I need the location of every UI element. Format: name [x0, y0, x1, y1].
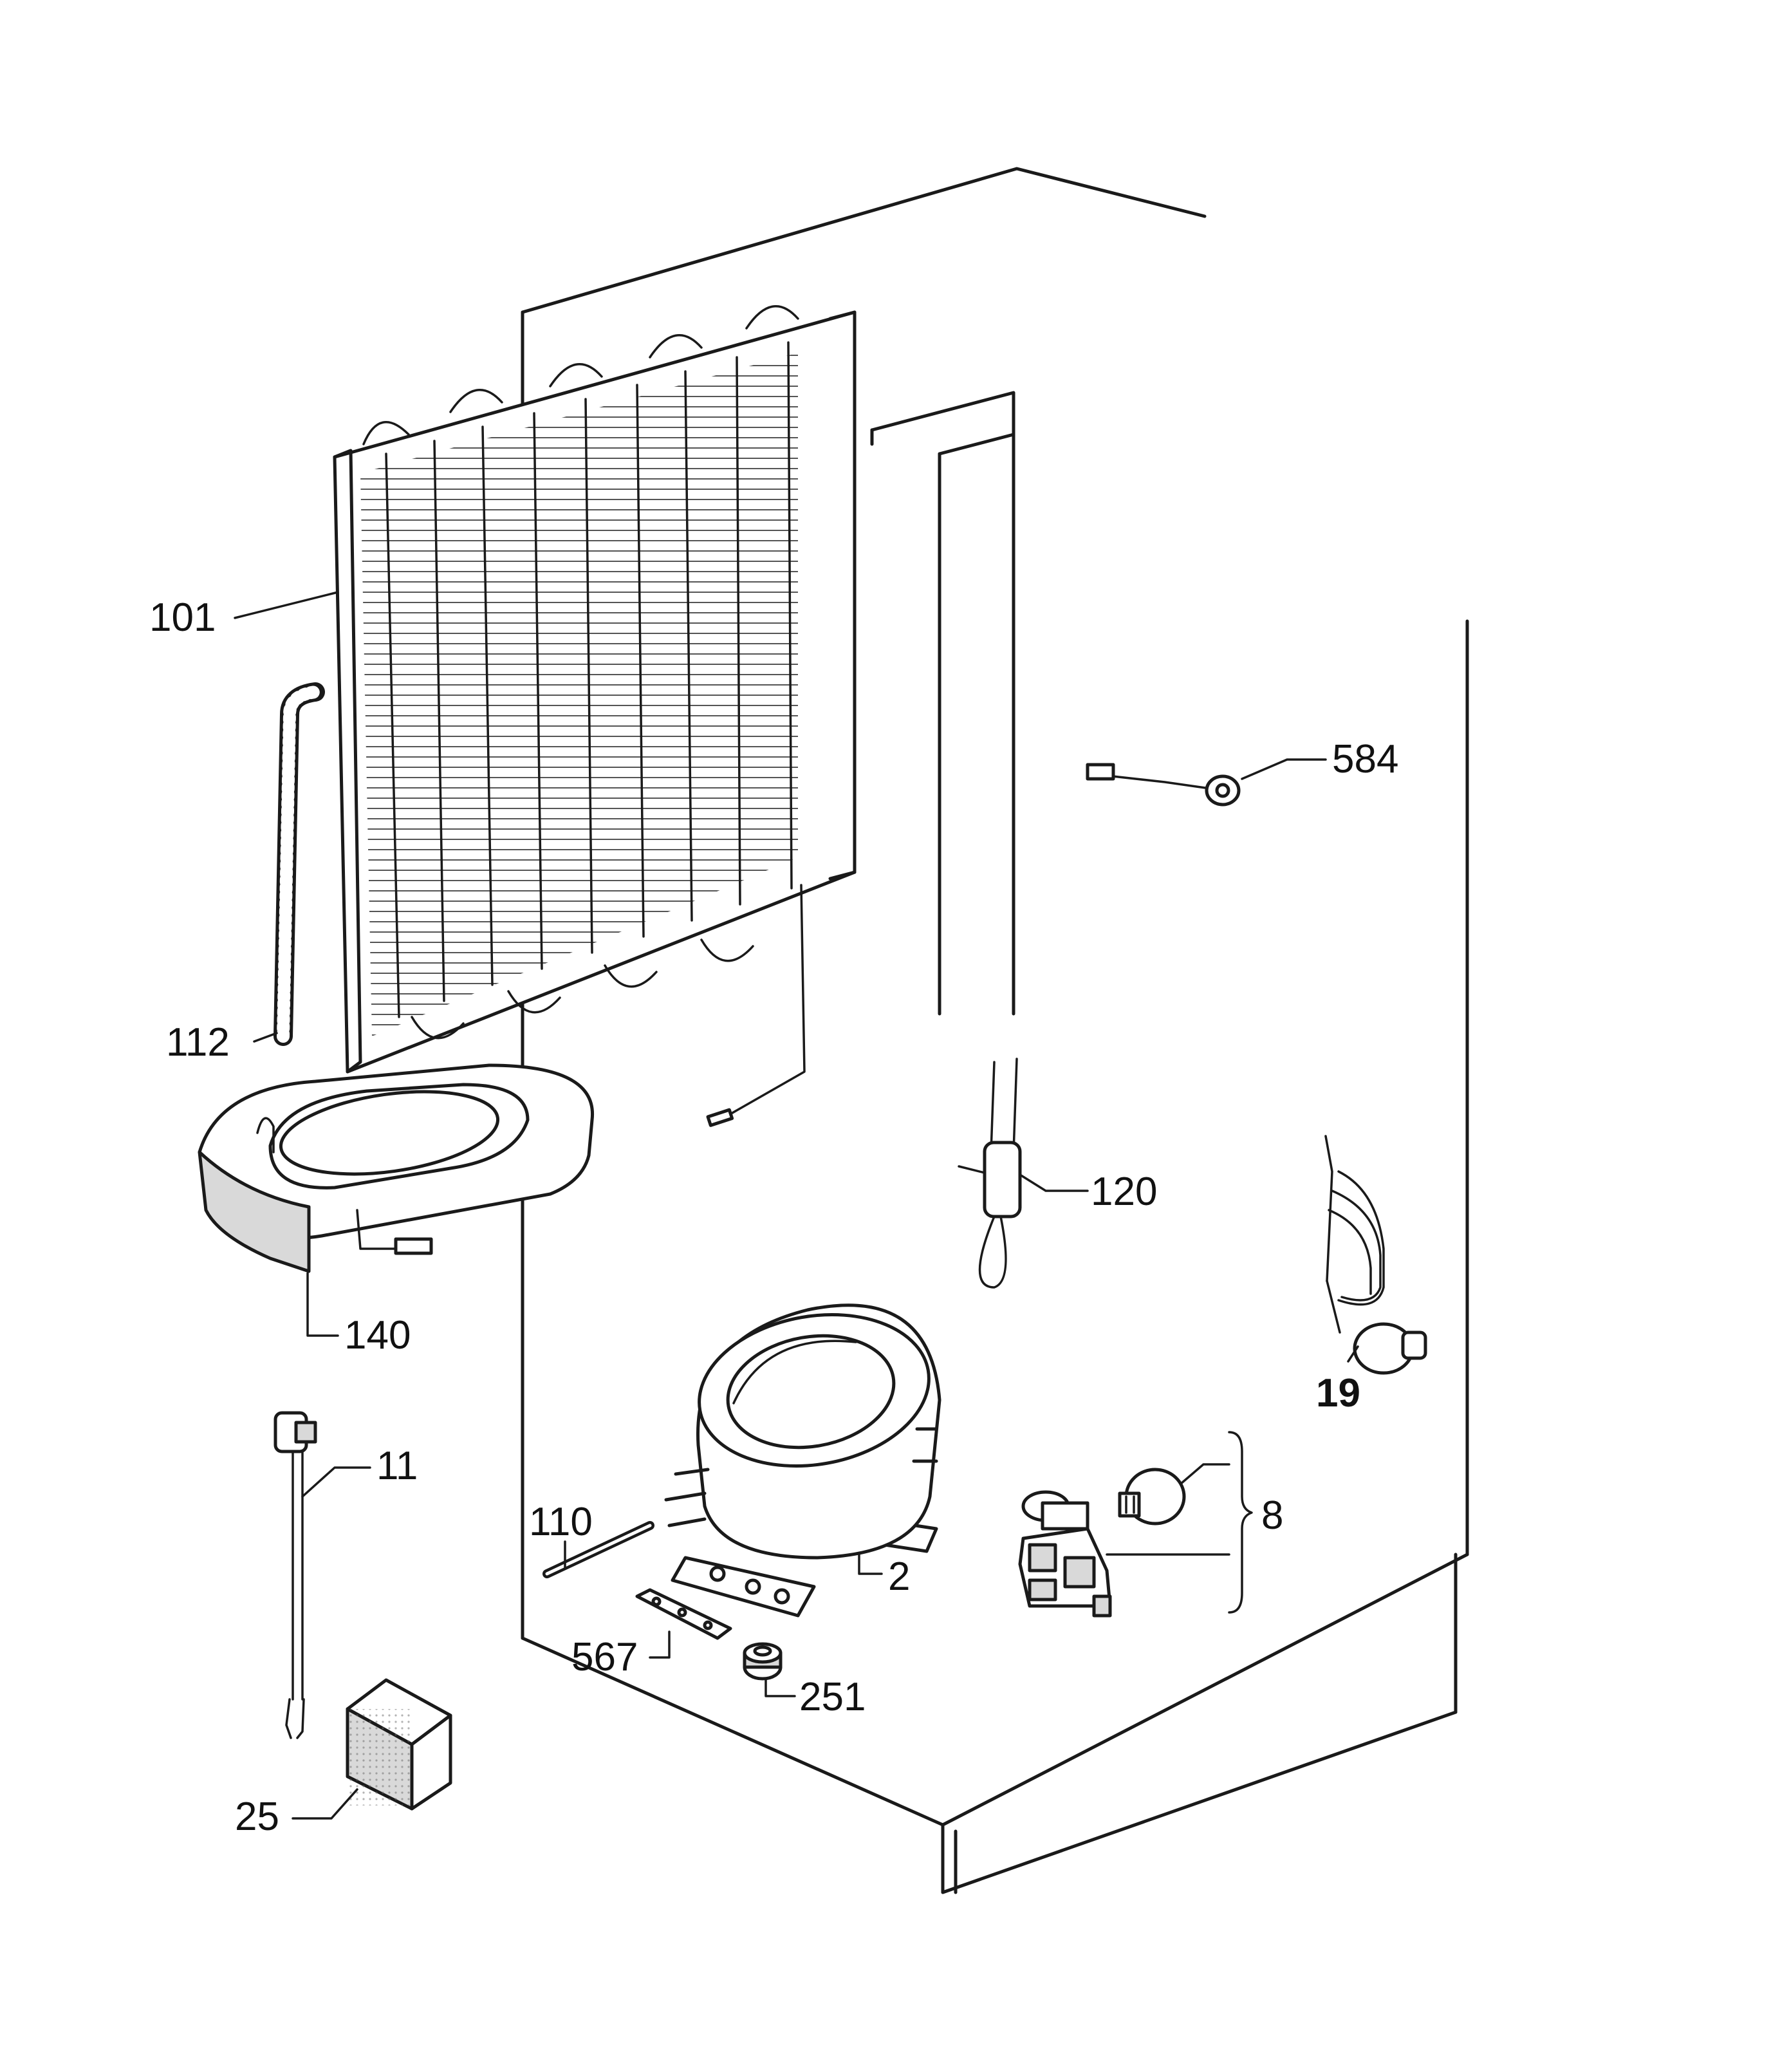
capacitor — [346, 1678, 452, 1811]
label-110: 110 — [529, 1500, 593, 1569]
part-number-112: 112 — [166, 1020, 230, 1065]
part-number-19: 19 — [1316, 1371, 1360, 1415]
part-number-567: 567 — [571, 1635, 638, 1679]
label-584: 584 — [1241, 737, 1398, 781]
label-2: 2 — [858, 1553, 910, 1599]
part-number-140: 140 — [344, 1313, 411, 1358]
label-11: 11 — [301, 1444, 418, 1498]
drip-tray — [198, 1063, 595, 1273]
door-switch-sensor — [1086, 763, 1241, 807]
label-19: 19 — [1316, 1345, 1360, 1415]
part-number-584: 584 — [1332, 737, 1398, 781]
part-number-120: 120 — [1091, 1170, 1157, 1214]
label-140: 140 — [306, 1272, 411, 1358]
part-number-2: 2 — [888, 1554, 910, 1599]
label-25: 25 — [235, 1788, 358, 1839]
part-number-25: 25 — [235, 1795, 279, 1839]
capillary-drier — [273, 1411, 317, 1739]
power-cord — [1324, 1135, 1427, 1375]
label-120: 120 — [1019, 1170, 1157, 1214]
part-number-8: 8 — [1261, 1493, 1283, 1538]
rubber-grommet — [743, 1642, 783, 1681]
starter-relay-overload — [1018, 1468, 1186, 1618]
part-number-110: 110 — [529, 1500, 593, 1544]
label-101: 101 — [149, 591, 339, 640]
label-8: 8 — [1106, 1431, 1283, 1614]
heater-thermostat — [958, 1058, 1022, 1289]
compressor — [664, 1303, 941, 1618]
label-567: 567 — [571, 1630, 671, 1679]
condenser-coil — [333, 305, 857, 1127]
part-number-101: 101 — [149, 595, 216, 640]
part-number-11: 11 — [376, 1444, 418, 1488]
drain-hose — [273, 682, 325, 1046]
part-number-251: 251 — [799, 1675, 866, 1719]
label-112: 112 — [166, 1020, 278, 1065]
label-251: 251 — [765, 1675, 866, 1719]
mounting-bracket — [635, 1588, 732, 1640]
